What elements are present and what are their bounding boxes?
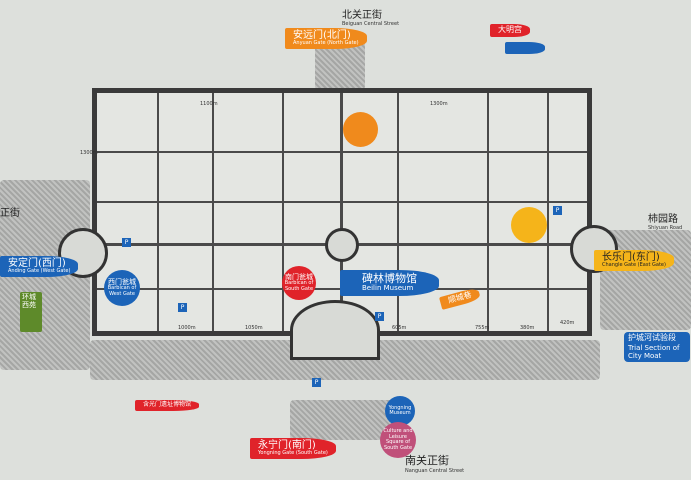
- parking-icon: P: [553, 206, 562, 215]
- culture-square-badge[interactable]: Culture and Leisure Square of South Gate: [380, 422, 416, 458]
- road: [282, 93, 284, 331]
- main-road-north-south: [340, 93, 343, 331]
- distance-label: 380m: [520, 325, 535, 331]
- distance-label: 1300m: [430, 101, 448, 107]
- parking-icon: P: [122, 238, 131, 247]
- bell-tower[interactable]: [325, 228, 359, 262]
- road: [397, 93, 399, 331]
- parking-icon: P: [375, 312, 384, 321]
- blue-attraction-label[interactable]: [505, 42, 545, 54]
- attraction-dot-yellow[interactable]: [511, 207, 547, 243]
- west-gate-label[interactable]: 安定门(西门)Anding Gate (West Gate): [0, 256, 79, 277]
- road: [212, 93, 214, 331]
- distance-label: 1100m: [200, 101, 218, 107]
- attraction-dot-orange[interactable]: [343, 112, 378, 147]
- south-gate-barbican[interactable]: [290, 300, 380, 360]
- road: [487, 93, 489, 331]
- distance-label: 1050m: [245, 325, 263, 331]
- parking-icon: P: [178, 303, 187, 312]
- south-gate-label[interactable]: 永宁门(南门)Yongning Gate (South Gate): [250, 438, 336, 459]
- ancient-site-label[interactable]: 含光门遗址博物馆: [135, 400, 200, 411]
- distance-label: 605m: [392, 325, 407, 331]
- distance-label: 420m: [560, 320, 575, 326]
- east-gate-label[interactable]: 长乐门(东门)Changle Gate (East Gate): [594, 250, 674, 271]
- parking-icon: P: [312, 378, 321, 387]
- distance-label: 1300m: [80, 150, 98, 156]
- moat-section-english: Trial Section of City Moat: [628, 343, 680, 360]
- distance-label: 1000m: [178, 325, 196, 331]
- west-street-label: 正街: [0, 208, 20, 219]
- road: [547, 93, 549, 331]
- north-gate-label[interactable]: 安远门(北门)Anyuan Gate (North Gate): [285, 28, 367, 49]
- west-park-label[interactable]: 环城西苑: [20, 292, 42, 332]
- road: [157, 93, 159, 331]
- daming-palace-label[interactable]: 大明宫: [490, 24, 530, 37]
- museum-badge[interactable]: Yongning Museum: [385, 396, 415, 426]
- distance-label: 755m: [475, 325, 490, 331]
